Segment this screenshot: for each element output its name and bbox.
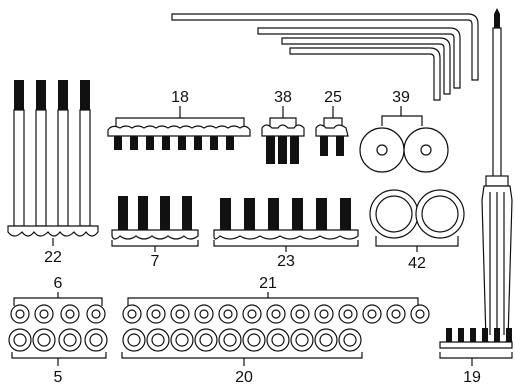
part-label-6: 6 (54, 275, 63, 292)
part-label-7: 7 (151, 253, 160, 270)
small-screws-icon (439, 328, 513, 366)
part-label-21: 21 (259, 275, 277, 292)
hex-bolts-38-icon (261, 106, 305, 164)
allen-keys-icon (171, 13, 479, 101)
bolts-7-icon (111, 196, 199, 252)
round-caps-icon (369, 189, 465, 252)
cam-locks-icon (359, 106, 449, 173)
part-label-18: 18 (171, 89, 189, 106)
part-label-19: 19 (463, 369, 481, 385)
round-head-screws-icon (107, 106, 251, 150)
part-label-22: 22 (44, 249, 62, 266)
part-label-42: 42 (408, 255, 426, 272)
washers-nuts-left-icon (8, 292, 108, 366)
washers-nuts-center-icon (121, 292, 430, 366)
part-label-25: 25 (324, 89, 342, 106)
screwdriver-icon (481, 8, 513, 346)
part-label-39: 39 (392, 89, 410, 106)
long-bolts-icon (7, 80, 99, 246)
part-label-20: 20 (235, 369, 253, 385)
part-label-38: 38 (274, 89, 292, 106)
part-label-23: 23 (277, 253, 295, 270)
hex-bolts-25-icon (315, 106, 349, 156)
part-label-5: 5 (54, 369, 63, 385)
bolts-23-icon (213, 198, 359, 252)
